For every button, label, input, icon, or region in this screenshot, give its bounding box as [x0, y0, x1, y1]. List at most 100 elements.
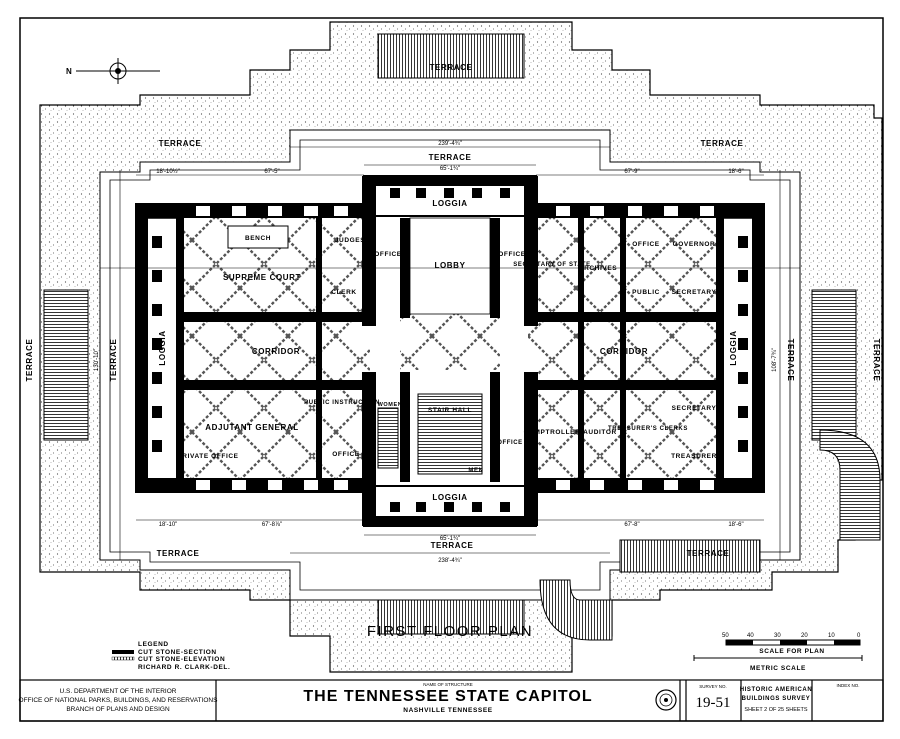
label-public: PUBLIC	[632, 289, 660, 296]
label-treasurer: TREASURER	[671, 453, 717, 460]
scale-tick-10: 10	[828, 633, 835, 639]
dim-bottom-right-seg: 67'-8"	[624, 522, 639, 528]
label-judges: JUDGES	[335, 237, 365, 244]
legend-elevation: CUT STONE-ELEVATION	[138, 656, 225, 663]
scale-metric-label: METRIC SCALE	[750, 665, 806, 672]
label-office-stair: OFFICE	[497, 440, 523, 446]
label-office-right: OFFICE	[498, 251, 525, 258]
terrace-inner-edge	[109, 139, 791, 591]
seal-icon	[655, 689, 677, 711]
habs-line-2: BUILDINGS SURVEY	[742, 696, 811, 702]
name-caption: NAME OF STRUCTURE	[423, 682, 473, 687]
dim-top-left-seg2: 67'-5"	[264, 169, 279, 175]
compass	[76, 58, 160, 84]
steps-bottom	[377, 599, 525, 635]
vault-left	[178, 218, 370, 480]
structure-location: NASHVILLE TENNESSEE	[403, 707, 492, 714]
dim-top-left-seg: 18'-10½"	[156, 168, 180, 175]
loggia-columns	[152, 188, 748, 512]
scale-tick-0: 0	[857, 633, 861, 639]
label-loggia-bottom: LOGGIA	[432, 493, 467, 502]
label-terrace-lower-left: TERRACE	[157, 549, 200, 558]
label-women: WOMEN	[378, 402, 403, 408]
label-terrace-upper-left: TERRACE	[159, 139, 202, 148]
label-corridor-right: CORRIDOR	[600, 347, 648, 356]
label-office-left: OFFICE	[374, 251, 401, 258]
bench-outline	[227, 225, 289, 249]
dim-bottom-inner: 65'-1¾"	[440, 536, 460, 542]
label-lobby: LOBBY	[435, 261, 466, 270]
scale-plan-label: SCALE FOR PLAN	[759, 648, 824, 655]
index-caption: INDEX NO.	[836, 683, 859, 688]
dim-right-overall: 108'-7¾"	[772, 348, 778, 372]
curved-stair-bottom	[539, 579, 613, 641]
label-public-instruction: PUBLIC INSTRUCTION	[304, 400, 380, 406]
dim-top-right-seg2: 18'-6"	[728, 169, 743, 175]
label-terrace-left-outer: TERRACE	[25, 339, 34, 382]
label-loggia-top: LOGGIA	[432, 199, 467, 208]
dim-bottom-left-seg: 18'-10"	[159, 522, 178, 528]
label-office-lower: OFFICE	[332, 451, 359, 458]
compass-north-label: N	[66, 67, 72, 76]
label-private-office: PRIVATE OFFICE	[177, 453, 238, 460]
habs-line-1: HISTORIC AMERICAN	[740, 687, 813, 693]
label-comptroller: COMPTROLLER	[524, 429, 581, 436]
label-treasurers-clerks: TREASURER'S CLERKS	[608, 426, 688, 432]
label-terrace-lower-right: TERRACE	[687, 549, 730, 558]
label-bench: BENCH	[245, 235, 271, 242]
label-terrace-inner-bottom: TERRACE	[431, 541, 474, 550]
legend	[111, 650, 135, 661]
label-secretary-of-state: SECRETARY OF STATE	[513, 262, 590, 268]
agency-line-1: U.S. DEPARTMENT OF THE INTERIOR	[60, 688, 177, 695]
curved-stair-right	[819, 429, 881, 541]
label-corridor-left: CORRIDOR	[252, 347, 300, 356]
scale-tick-40: 40	[747, 633, 754, 639]
label-terrace-right-inner: TERRACE	[786, 339, 795, 382]
dim-top-right-seg: 67'-9"	[624, 169, 639, 175]
label-auditor: AUDITOR	[583, 429, 617, 436]
agency-line-3: BRANCH OF PLANS AND DESIGN	[66, 706, 170, 713]
survey-number: 19-51	[696, 695, 731, 711]
dim-bottom-overall: 238'-4¾"	[438, 558, 462, 564]
label-governor: GOVERNOR	[673, 241, 716, 248]
steps-right	[811, 289, 857, 441]
label-terrace-inner-top: TERRACE	[429, 153, 472, 162]
facade-openings	[196, 206, 714, 490]
label-terrace-left-inner: TERRACE	[109, 339, 118, 382]
label-supreme-court: SUPREME COURT	[223, 273, 301, 282]
dim-bottom-right-seg2: 18'-6"	[728, 522, 743, 528]
sheet-count: SHEET 2 OF 25 SHEETS	[744, 707, 808, 713]
label-terrace-top: TERRACE	[430, 63, 473, 72]
label-loggia-left: LOGGIA	[158, 330, 167, 365]
label-adjutant-general: ADJUTANT GENERAL	[205, 423, 298, 432]
label-stair-hall: STAIR HALL	[428, 407, 472, 414]
dim-top-overall: 239'-4¾"	[438, 141, 462, 147]
label-loggia-right: LOGGIA	[729, 330, 738, 365]
dim-left-overall: 130'-10"	[94, 349, 100, 371]
lobby-hall	[409, 217, 491, 315]
survey-caption: SURVEY NO.	[699, 684, 727, 689]
title-block	[19, 679, 884, 722]
label-secretary-lower: SECRETARY	[672, 405, 717, 412]
legend-heading: LEGEND	[138, 641, 169, 648]
legend-author: RICHARD R. CLARK-DEL.	[138, 664, 230, 671]
label-office-governor: OFFICE	[632, 241, 659, 248]
steps-top	[377, 33, 525, 79]
label-archives: ARCHIVES	[579, 265, 617, 272]
piers	[184, 312, 716, 390]
steps-lower-right	[619, 539, 761, 573]
label-terrace-right-outer: TERRACE	[872, 339, 881, 382]
scale-tick-50: 50	[722, 633, 729, 639]
structure-name: THE TENNESSEE STATE CAPITOL	[303, 688, 592, 705]
label-terrace-upper-right: TERRACE	[701, 139, 744, 148]
stair-hall	[417, 393, 483, 475]
stair-left	[377, 407, 399, 469]
dim-bottom-left-seg2: 67'-8⅞"	[262, 522, 282, 528]
label-secretary-upper: SECRETARY	[672, 289, 717, 296]
scale-bar	[693, 639, 863, 661]
scale-tick-30: 30	[774, 633, 781, 639]
agency-line-2: OFFICE OF NATIONAL PARKS, BUILDINGS, AND…	[19, 697, 219, 704]
dim-top-inner: 65'-1¾"	[440, 166, 460, 172]
